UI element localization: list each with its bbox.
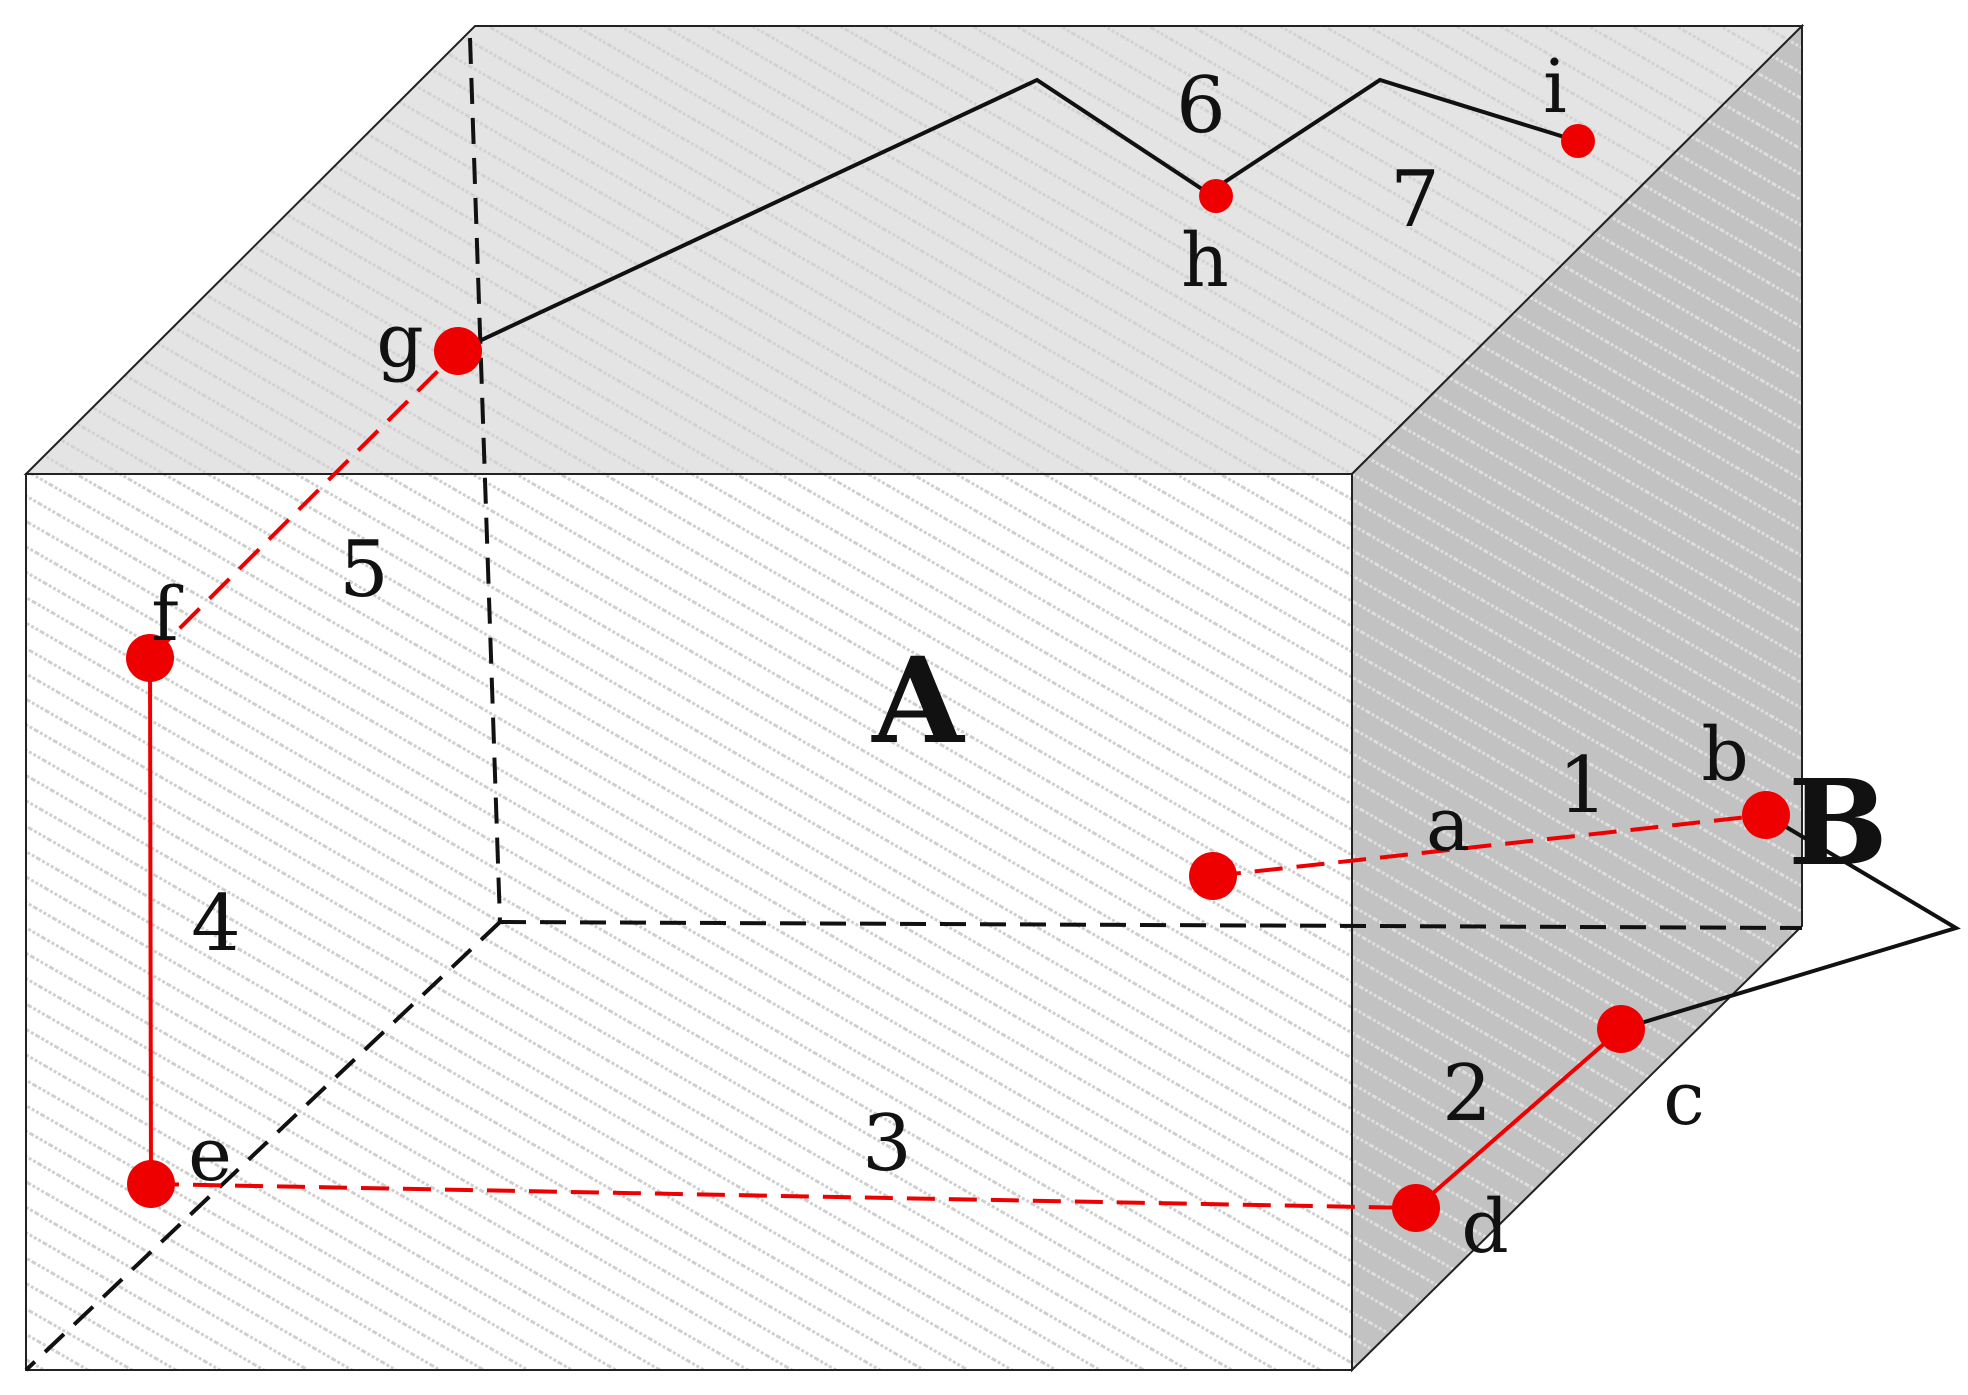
- label-f: f: [151, 572, 183, 658]
- point-labels: a b c d e f g h i: [151, 44, 1748, 1270]
- points: [126, 124, 1790, 1232]
- hidden-vertical-edge: [468, 37, 502, 923]
- segment-4-line: [148, 657, 153, 1185]
- point-c: [1597, 1005, 1645, 1053]
- segment-label-7: 7: [1390, 155, 1440, 245]
- label-d: d: [1461, 1184, 1508, 1270]
- segment-label-3: 3: [862, 1099, 912, 1189]
- point-b: [1742, 791, 1790, 839]
- segment-3-line: [150, 1182, 1417, 1210]
- segment-label-4: 4: [191, 879, 241, 969]
- label-g: g: [376, 298, 423, 384]
- label-i: i: [1543, 44, 1567, 130]
- hidden-horizontal-edge: [499, 920, 1803, 930]
- point-i: [1561, 124, 1595, 158]
- point-e: [127, 1160, 175, 1208]
- point-f: [126, 634, 174, 682]
- label-c: c: [1663, 1056, 1704, 1142]
- segment-labels: 1 2 3 4 5 6 7: [191, 61, 1608, 1189]
- segment-2-line: [1414, 1027, 1623, 1210]
- point-d: [1392, 1184, 1440, 1232]
- point-a: [1189, 852, 1237, 900]
- red-path: [148, 349, 1767, 1210]
- front-face: [25, 473, 1353, 1371]
- hidden-edges: [24, 37, 1803, 1372]
- region-label-A: A: [871, 631, 965, 770]
- hidden-depth-edge: [24, 920, 502, 1372]
- path-b-to-c: [1620, 813, 1961, 1031]
- segment-label-1: 1: [1558, 741, 1608, 831]
- segment-5-line: [148, 349, 460, 660]
- label-h: h: [1181, 218, 1229, 304]
- point-h: [1199, 179, 1233, 213]
- label-b: b: [1701, 712, 1748, 798]
- region-label-B: B: [1788, 753, 1888, 892]
- segment-1-line: [1212, 813, 1767, 878]
- label-e: e: [188, 1112, 232, 1198]
- segment-label-2: 2: [1442, 1049, 1492, 1139]
- label-a: a: [1426, 782, 1470, 868]
- segment-label-5: 5: [339, 525, 389, 615]
- point-g: [434, 327, 482, 375]
- segment-label-6: 6: [1176, 61, 1226, 151]
